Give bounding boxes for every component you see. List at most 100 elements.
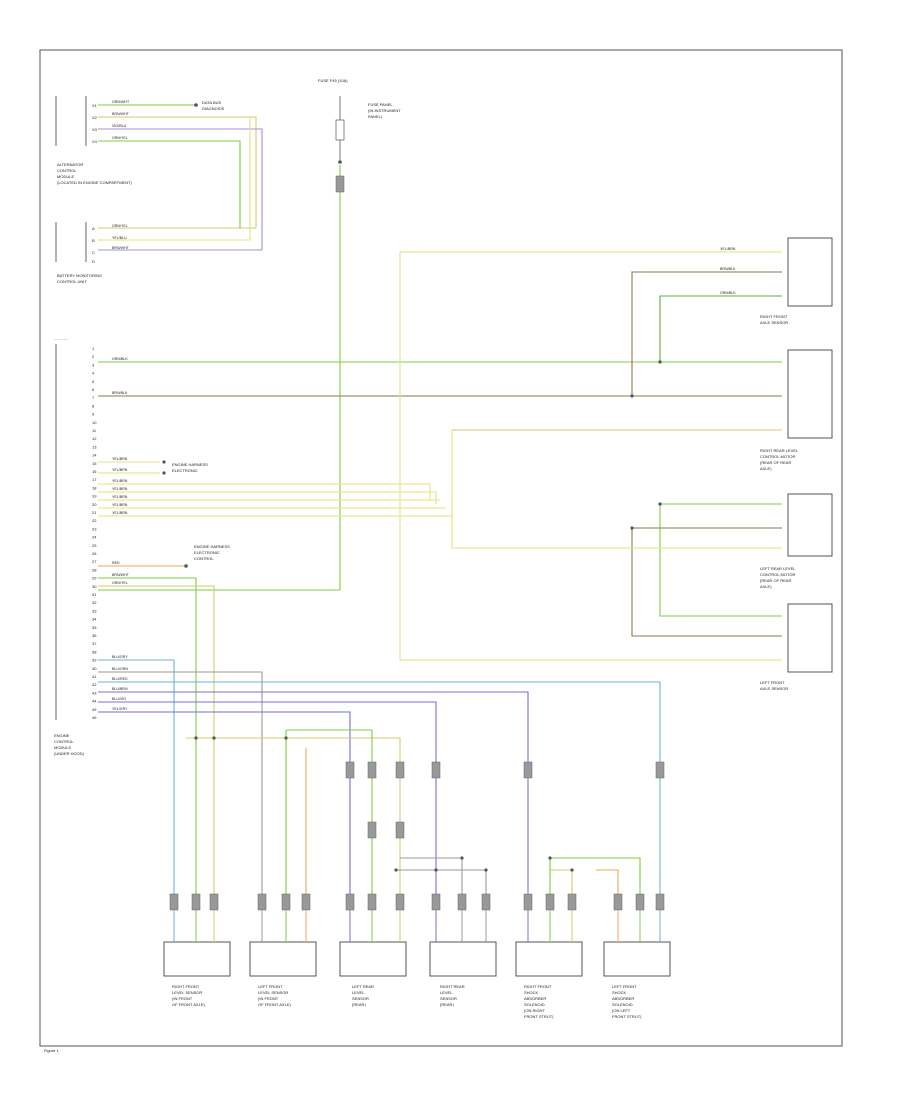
- svg-text:SOLENOID: SOLENOID: [524, 1002, 545, 1007]
- svg-text:LEVEL SENSOR: LEVEL SENSOR: [258, 990, 288, 995]
- main-module-pin: 1: [92, 346, 95, 351]
- main-module-pin: 9: [92, 412, 95, 417]
- svg-text:SHOCK: SHOCK: [612, 990, 627, 995]
- comp-label-line: AXLE): [760, 466, 772, 471]
- comp-label-line: (IN INSTRUMENT: [368, 108, 401, 113]
- wire-label: BRN/WHT: [112, 112, 130, 116]
- main-module-pin: 18: [92, 485, 97, 490]
- svg-text:RIGHT FRONT: RIGHT FRONT: [172, 984, 200, 989]
- main-module-pin: 11: [92, 428, 97, 433]
- fuse-feed-wire: [98, 165, 341, 591]
- splice-note: CONTROL: [194, 556, 214, 561]
- svg-text:LEFT FRONT: LEFT FRONT: [258, 984, 283, 989]
- wire-label: GRN/BLK: [720, 291, 736, 295]
- main-module-pin: 40: [92, 666, 97, 671]
- alternator-control-module: X1 X2 X3 X4 ALTERNATOR CONTROL MODULE (L…: [55, 96, 133, 185]
- main-module-pin: 7: [92, 395, 95, 400]
- svg-text:OF FRONT AXLE): OF FRONT AXLE): [258, 1002, 291, 1007]
- splice-note: ENGINE HARNESS: [172, 462, 208, 467]
- splice-dots: [194, 360, 662, 872]
- svg-text:(ON LEFT: (ON LEFT: [612, 1008, 631, 1013]
- main-module-pin: 27: [92, 559, 97, 564]
- b3-box: [339, 941, 407, 977]
- svg-text:(IN FRONT: (IN FRONT: [258, 996, 279, 1001]
- svg-text:LEFT REAR: LEFT REAR: [352, 984, 374, 989]
- b1-box: [163, 941, 231, 977]
- comp-label-line: PANEL): [368, 114, 383, 119]
- pin-b: B: [92, 238, 95, 243]
- yellow-wire-bundle: [98, 251, 782, 661]
- wire-label: YEL/GRY: [112, 707, 128, 711]
- wire-label: BLU/GRY: [112, 655, 128, 659]
- main-module-pin: 36: [92, 633, 97, 638]
- pin-a: A: [92, 226, 95, 231]
- main-module-pin: 23: [92, 526, 97, 531]
- main-module-pin: 4: [92, 371, 95, 376]
- b2-box: [249, 941, 317, 977]
- main-module-pin: 13: [92, 444, 97, 449]
- b2-label: LEFT FRONT LEVEL SENSOR (IN FRONT OF FRO…: [258, 984, 291, 1007]
- comp-label-line: (LOCATED IN ENGINE COMPARTMENT): [57, 180, 133, 185]
- comp-label-line: AXLE SENSOR: [760, 686, 788, 691]
- comp-label-line: MODULE: [57, 174, 74, 179]
- module-code: - - - - - -: [54, 336, 68, 341]
- splice-note: ELECTRONIC: [194, 550, 220, 555]
- comp-label-line: CONTROL UNIT: [57, 279, 87, 284]
- wire-label: YEL/BRN: [112, 479, 128, 483]
- main-module-pin: 14: [92, 453, 97, 458]
- diagram-frame: [39, 49, 843, 1047]
- battery-monitoring-module: A B C D BATTERY MONITORING CONTROL UNIT: [55, 222, 102, 284]
- main-module-pin: 10: [92, 420, 97, 425]
- main-module-pin: 12: [92, 436, 97, 441]
- b6-label: LEFT FRONT SHOCK ABSORBER SOLENOID (ON L…: [612, 984, 642, 1019]
- wire-label: BRN/WHT: [112, 246, 130, 250]
- comp-label-line: ENGINE: [54, 733, 70, 738]
- pin-x2: X2: [92, 115, 98, 120]
- main-module-pin: 22: [92, 518, 97, 523]
- comp-label-line: ALTERNATOR: [57, 162, 83, 167]
- b4-label: RIGHT REAR LEVEL SENSOR (REAR): [440, 984, 465, 1007]
- ground-dot: [162, 460, 166, 464]
- comp-label-line: CONTROL MOTOR: [760, 454, 795, 459]
- pin-c: C: [92, 250, 95, 255]
- svg-text:SENSOR: SENSOR: [352, 996, 369, 1001]
- main-module-pin: 5: [92, 379, 95, 384]
- main-module-pin: 38: [92, 649, 97, 654]
- pin-d: D: [92, 259, 95, 264]
- wire-label: GRN/YEL: [112, 581, 128, 585]
- right-front-axle-sensor: RIGHT FRONT AXLE SENSOR: [760, 237, 833, 325]
- comp-label-line: (REAR OF REAR: [760, 460, 791, 465]
- main-module-pin: 35: [92, 625, 97, 630]
- wire-label: BLU/BRN: [112, 687, 128, 691]
- pin-x4: X4: [92, 139, 98, 144]
- ground-dot: [194, 103, 198, 107]
- comp-label-line: RIGHT FRONT: [760, 314, 788, 319]
- svg-text:SENSOR: SENSOR: [440, 996, 457, 1001]
- inline-connectors: [169, 175, 665, 911]
- pin-x1: X1: [92, 103, 98, 108]
- svg-text:LEVEL: LEVEL: [352, 990, 365, 995]
- wire-label: YEL/BRN: [720, 247, 736, 251]
- comp-label-line: (REAR OF REAR: [760, 578, 791, 583]
- wire-label: BLU/VIO: [112, 697, 126, 701]
- wire-label: YEL/BRN: [112, 511, 128, 515]
- sensor-signal-wires: [98, 659, 661, 900]
- wire-label: BRN/WHT: [112, 573, 130, 577]
- fuse-icon: [335, 119, 345, 141]
- connector-dot: [338, 160, 342, 164]
- ground-dot: [184, 564, 188, 568]
- can-wires: [98, 271, 782, 637]
- wire-label: GRN/WHT: [112, 100, 130, 104]
- right-rear-level-motor: RIGHT REAR LEVEL CONTROL MOTOR (REAR OF …: [760, 349, 833, 471]
- comp-label-line: LEFT REAR LEVEL: [760, 566, 796, 571]
- wire-label: YEL/BLU: [112, 236, 127, 240]
- wire-label: VIO/BLU: [112, 124, 127, 128]
- main-module-pin: 29: [92, 576, 97, 581]
- main-module-pin: 34: [92, 617, 97, 622]
- engine-control-module: - - - - - - ENGINE CONTROL MODULE (UNDER…: [54, 336, 85, 756]
- main-module-pin: 46: [92, 715, 97, 720]
- b5-label: RIGHT FRONT SHOCK ABSORBER SOLENOID (ON …: [524, 984, 554, 1019]
- wire-label: BLU/RED: [112, 677, 128, 681]
- svg-text:(REAR): (REAR): [440, 1002, 454, 1007]
